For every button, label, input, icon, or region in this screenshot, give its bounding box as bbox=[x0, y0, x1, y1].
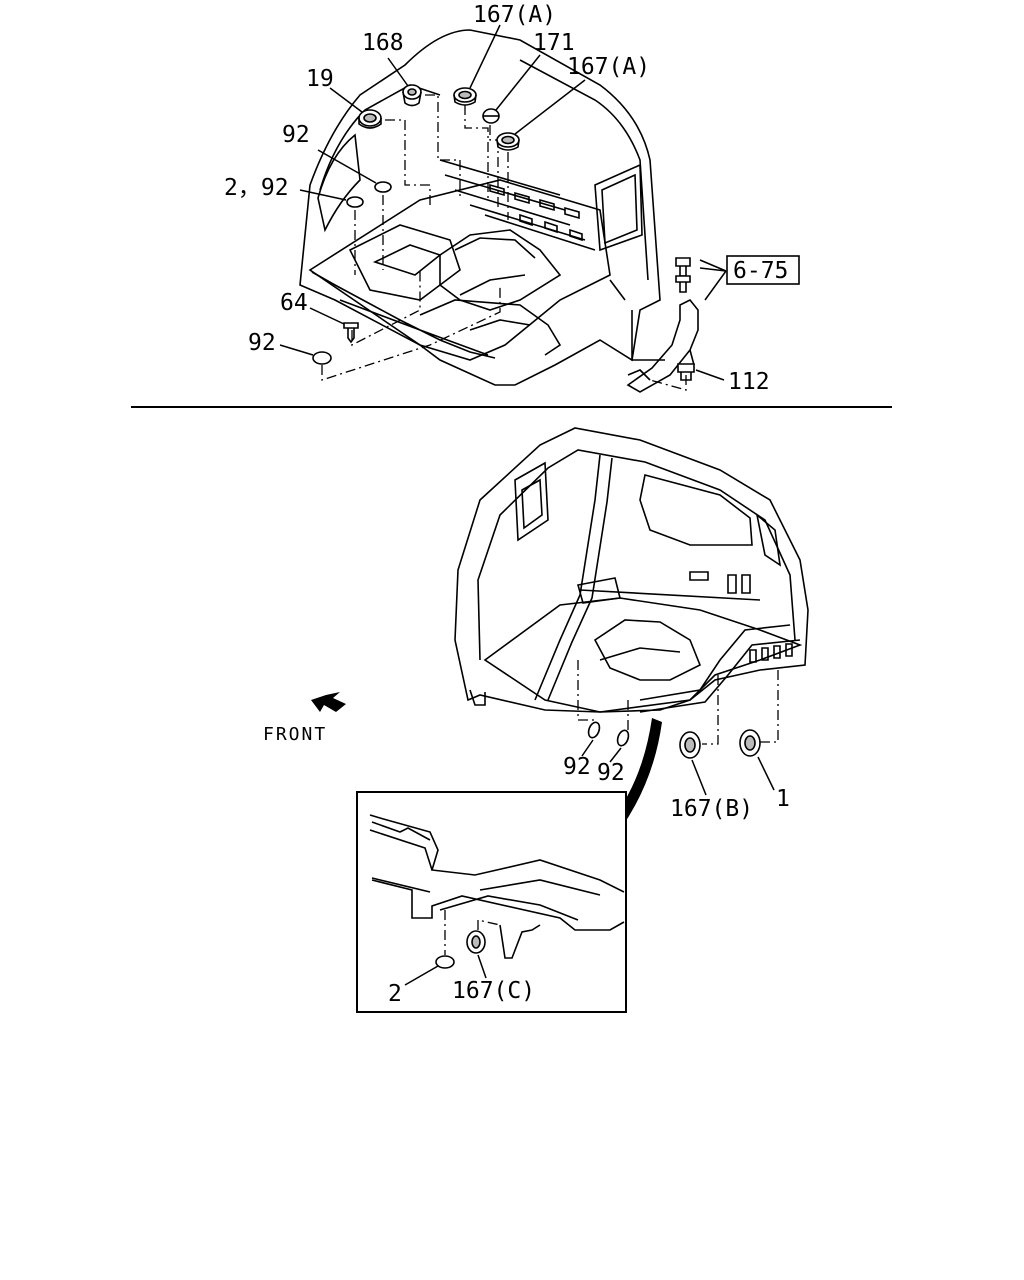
grommet-167a-right bbox=[496, 132, 520, 151]
front-label: FRONT bbox=[263, 724, 327, 745]
leader-92-a bbox=[317, 149, 377, 184]
detail-bracket bbox=[499, 924, 541, 959]
leader-dash-167b bbox=[702, 675, 719, 745]
label-19: 19 bbox=[306, 66, 334, 92]
underside-rear-window bbox=[639, 474, 753, 546]
label-2: 2 bbox=[388, 981, 402, 1007]
underside-side-windows bbox=[514, 461, 782, 567]
leader-167b bbox=[691, 759, 707, 796]
underside-floor bbox=[483, 597, 803, 713]
grommet-167c bbox=[466, 930, 486, 954]
grommet-167a-top bbox=[453, 87, 477, 106]
plug-2 bbox=[435, 955, 455, 969]
leader-dash-112 bbox=[639, 369, 687, 391]
leader-167a-right bbox=[514, 79, 586, 135]
leader-168 bbox=[387, 57, 409, 87]
floor-front-step bbox=[419, 299, 562, 356]
leader-167c bbox=[477, 954, 487, 979]
label-1: 1 bbox=[776, 786, 790, 812]
label-64: 64 bbox=[280, 290, 308, 316]
cab-roof-inner bbox=[319, 59, 649, 281]
label-112: 112 bbox=[728, 369, 770, 395]
detail-view: 2 167(C) bbox=[356, 791, 627, 1013]
screw-64 bbox=[343, 322, 359, 344]
bottom-cab-view: 92 92 167(B) 1 FRONT bbox=[263, 427, 809, 822]
grommet-167b bbox=[679, 731, 701, 759]
leader-2-92 bbox=[299, 189, 347, 201]
underside-shell-outline bbox=[454, 427, 809, 713]
label-92-d: 92 bbox=[597, 760, 625, 786]
mount-bracket bbox=[626, 298, 699, 393]
plug-92-b bbox=[312, 351, 332, 365]
leader-2 bbox=[404, 965, 439, 986]
leader-92-b bbox=[279, 344, 314, 356]
plug-171 bbox=[482, 108, 500, 124]
floor-tunnel bbox=[439, 229, 562, 311]
cab-shell-outline bbox=[299, 29, 661, 386]
label-92-a: 92 bbox=[282, 122, 310, 148]
leader-167a-top bbox=[469, 24, 501, 89]
detail-upper-edge bbox=[369, 829, 433, 893]
label-167c: 167(C) bbox=[452, 978, 535, 1004]
leader-dash-1 bbox=[760, 670, 779, 743]
leader-dash-64 bbox=[351, 270, 421, 347]
floor-front-lip bbox=[311, 271, 496, 359]
underside-tunnel bbox=[593, 619, 702, 681]
leader-dash-92b bbox=[321, 285, 501, 381]
label-167a-top: 167(A) bbox=[473, 2, 556, 28]
bolt-6-75-a bbox=[675, 257, 691, 277]
label-92-c: 92 bbox=[563, 754, 591, 780]
leader-6-75 bbox=[699, 259, 727, 301]
cab-side-window bbox=[317, 133, 361, 233]
leader-92-c bbox=[581, 739, 594, 757]
leader-171 bbox=[495, 54, 541, 111]
leader-64 bbox=[309, 307, 345, 325]
top-cab-view: 167(A) 168 171 167(A) 19 92 2，92 64 92 1… bbox=[224, 2, 800, 395]
leader-dash-171 bbox=[489, 125, 499, 210]
detail-top-slot bbox=[371, 821, 431, 841]
leader-dash-167a-top bbox=[464, 105, 489, 200]
label-171: 171 bbox=[533, 30, 575, 56]
detail-floor-step bbox=[371, 879, 625, 931]
leader-dash-19 bbox=[385, 119, 431, 205]
label-6-75: 6-75 bbox=[733, 258, 788, 284]
underside-crossmember bbox=[576, 577, 761, 604]
front-arrow-icon bbox=[311, 692, 346, 712]
cab-rear-post bbox=[609, 279, 665, 361]
cab-rear-window bbox=[594, 163, 643, 252]
label-167b: 167(B) bbox=[670, 796, 753, 822]
plug-92-c bbox=[587, 721, 601, 739]
underside-rail-right bbox=[639, 624, 801, 713]
detail-floor-inner bbox=[439, 879, 601, 921]
plug-92-a bbox=[374, 181, 392, 193]
nut-112 bbox=[677, 363, 695, 381]
grommet-168 bbox=[402, 84, 422, 107]
underside-inner-roof bbox=[477, 449, 796, 661]
floor-rear-ribs bbox=[439, 159, 596, 251]
label-168: 168 bbox=[362, 30, 404, 56]
leader-112 bbox=[695, 369, 725, 381]
leader-1 bbox=[757, 756, 775, 791]
grommet-19 bbox=[358, 109, 382, 129]
detail-dash-167c bbox=[477, 919, 501, 930]
floor-tunnel-top bbox=[454, 237, 536, 296]
floor-left-seat-base bbox=[348, 224, 461, 301]
label-167a-right: 167(A) bbox=[567, 54, 650, 80]
leader-dash-168 bbox=[425, 94, 461, 198]
grommet-1 bbox=[739, 729, 761, 757]
reference-box-6-75 bbox=[726, 255, 800, 285]
underside-front-tab bbox=[469, 689, 486, 706]
leader-92-d bbox=[609, 747, 622, 763]
floor-rib-slots bbox=[489, 183, 583, 242]
label-92-b: 92 bbox=[248, 330, 276, 356]
plug-2-92 bbox=[346, 196, 364, 208]
leader-19 bbox=[329, 87, 363, 113]
bolt-6-75-b bbox=[675, 275, 691, 293]
leader-dash-92-c bbox=[577, 660, 594, 721]
plug-92-d bbox=[616, 729, 630, 747]
label-2-92: 2，92 bbox=[224, 175, 289, 201]
underside-slots bbox=[689, 571, 793, 663]
